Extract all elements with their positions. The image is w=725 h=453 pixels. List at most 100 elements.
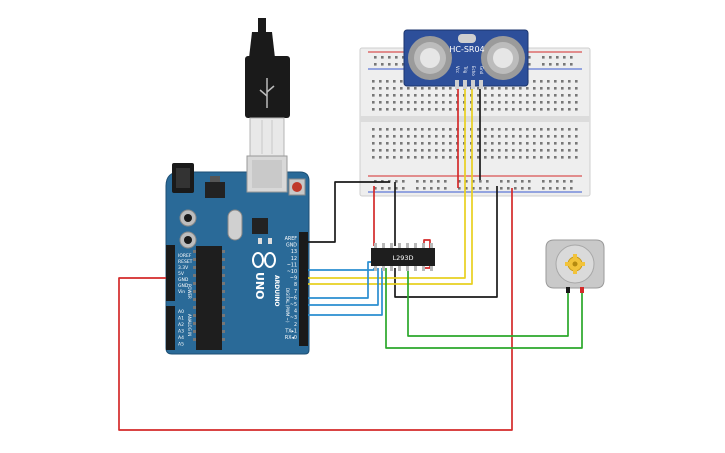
breadboard-hole[interactable]: [395, 56, 398, 59]
breadboard-hole[interactable]: [407, 135, 410, 138]
breadboard-hole[interactable]: [505, 128, 508, 131]
breadboard-hole[interactable]: [372, 149, 375, 152]
breadboard-hole[interactable]: [428, 128, 431, 131]
breadboard-hole[interactable]: [374, 56, 377, 59]
breadboard-hole[interactable]: [521, 187, 524, 190]
breadboard-hole[interactable]: [519, 149, 522, 152]
breadboard-hole[interactable]: [395, 180, 398, 183]
breadboard-hole[interactable]: [498, 87, 501, 90]
breadboard-hole[interactable]: [540, 142, 543, 145]
breadboard-hole[interactable]: [575, 149, 578, 152]
breadboard-hole[interactable]: [556, 63, 559, 66]
breadboard-hole[interactable]: [568, 87, 571, 90]
breadboard-hole[interactable]: [372, 142, 375, 145]
breadboard-hole[interactable]: [442, 108, 445, 111]
breadboard-hole[interactable]: [519, 128, 522, 131]
breadboard-hole[interactable]: [437, 187, 440, 190]
breadboard-hole[interactable]: [435, 94, 438, 97]
breadboard-hole[interactable]: [554, 87, 557, 90]
breadboard-hole[interactable]: [561, 128, 564, 131]
breadboard-hole[interactable]: [414, 156, 417, 159]
breadboard-hole[interactable]: [386, 135, 389, 138]
breadboard-hole[interactable]: [372, 156, 375, 159]
breadboard-hole[interactable]: [491, 101, 494, 104]
breadboard-hole[interactable]: [393, 156, 396, 159]
breadboard-hole[interactable]: [554, 94, 557, 97]
breadboard-hole[interactable]: [575, 128, 578, 131]
breadboard-hole[interactable]: [388, 63, 391, 66]
breadboard-hole[interactable]: [477, 142, 480, 145]
breadboard-hole[interactable]: [421, 101, 424, 104]
breadboard-hole[interactable]: [498, 101, 501, 104]
breadboard-hole[interactable]: [407, 128, 410, 131]
breadboard-hole[interactable]: [379, 80, 382, 83]
breadboard-hole[interactable]: [400, 101, 403, 104]
breadboard-hole[interactable]: [442, 128, 445, 131]
breadboard-hole[interactable]: [484, 149, 487, 152]
breadboard-hole[interactable]: [533, 135, 536, 138]
breadboard-hole[interactable]: [393, 87, 396, 90]
breadboard-hole[interactable]: [500, 180, 503, 183]
breadboard-hole[interactable]: [498, 142, 501, 145]
breadboard-hole[interactable]: [542, 63, 545, 66]
breadboard-hole[interactable]: [458, 187, 461, 190]
breadboard-hole[interactable]: [393, 108, 396, 111]
breadboard-hole[interactable]: [547, 108, 550, 111]
breadboard-hole[interactable]: [512, 94, 515, 97]
breadboard-hole[interactable]: [386, 87, 389, 90]
breadboard-hole[interactable]: [444, 180, 447, 183]
breadboard-hole[interactable]: [554, 101, 557, 104]
breadboard-hole[interactable]: [526, 101, 529, 104]
breadboard-hole[interactable]: [386, 101, 389, 104]
breadboard-hole[interactable]: [514, 180, 517, 183]
breadboard-hole[interactable]: [386, 149, 389, 152]
breadboard-hole[interactable]: [449, 108, 452, 111]
breadboard-hole[interactable]: [407, 87, 410, 90]
breadboard-hole[interactable]: [428, 156, 431, 159]
breadboard-hole[interactable]: [547, 101, 550, 104]
breadboard-hole[interactable]: [414, 142, 417, 145]
breadboard-hole[interactable]: [374, 187, 377, 190]
breadboard-hole[interactable]: [514, 187, 517, 190]
breadboard-hole[interactable]: [395, 63, 398, 66]
breadboard-hole[interactable]: [540, 80, 543, 83]
breadboard-hole[interactable]: [442, 149, 445, 152]
breadboard-hole[interactable]: [374, 63, 377, 66]
breadboard-hole[interactable]: [498, 108, 501, 111]
breadboard-hole[interactable]: [421, 87, 424, 90]
breadboard-hole[interactable]: [393, 128, 396, 131]
breadboard-hole[interactable]: [519, 101, 522, 104]
breadboard-hole[interactable]: [465, 180, 468, 183]
breadboard-hole[interactable]: [435, 108, 438, 111]
breadboard-hole[interactable]: [458, 180, 461, 183]
breadboard-hole[interactable]: [386, 108, 389, 111]
breadboard-hole[interactable]: [437, 180, 440, 183]
breadboard-hole[interactable]: [540, 101, 543, 104]
breadboard-hole[interactable]: [554, 128, 557, 131]
breadboard-hole[interactable]: [491, 94, 494, 97]
breadboard-hole[interactable]: [491, 135, 494, 138]
breadboard-hole[interactable]: [449, 128, 452, 131]
breadboard-hole[interactable]: [575, 94, 578, 97]
breadboard-hole[interactable]: [435, 142, 438, 145]
breadboard-hole[interactable]: [388, 56, 391, 59]
breadboard-hole[interactable]: [479, 187, 482, 190]
breadboard-hole[interactable]: [491, 108, 494, 111]
breadboard-hole[interactable]: [484, 135, 487, 138]
breadboard-hole[interactable]: [444, 187, 447, 190]
breadboard-hole[interactable]: [505, 101, 508, 104]
breadboard-hole[interactable]: [472, 187, 475, 190]
breadboard-hole[interactable]: [512, 128, 515, 131]
breadboard-hole[interactable]: [484, 94, 487, 97]
breadboard-hole[interactable]: [528, 187, 531, 190]
breadboard-hole[interactable]: [421, 156, 424, 159]
breadboard-hole[interactable]: [575, 101, 578, 104]
breadboard-hole[interactable]: [540, 87, 543, 90]
breadboard-hole[interactable]: [519, 142, 522, 145]
breadboard-hole[interactable]: [442, 94, 445, 97]
breadboard-hole[interactable]: [575, 108, 578, 111]
breadboard-hole[interactable]: [379, 101, 382, 104]
breadboard-hole[interactable]: [435, 135, 438, 138]
breadboard-hole[interactable]: [519, 156, 522, 159]
breadboard-hole[interactable]: [533, 142, 536, 145]
